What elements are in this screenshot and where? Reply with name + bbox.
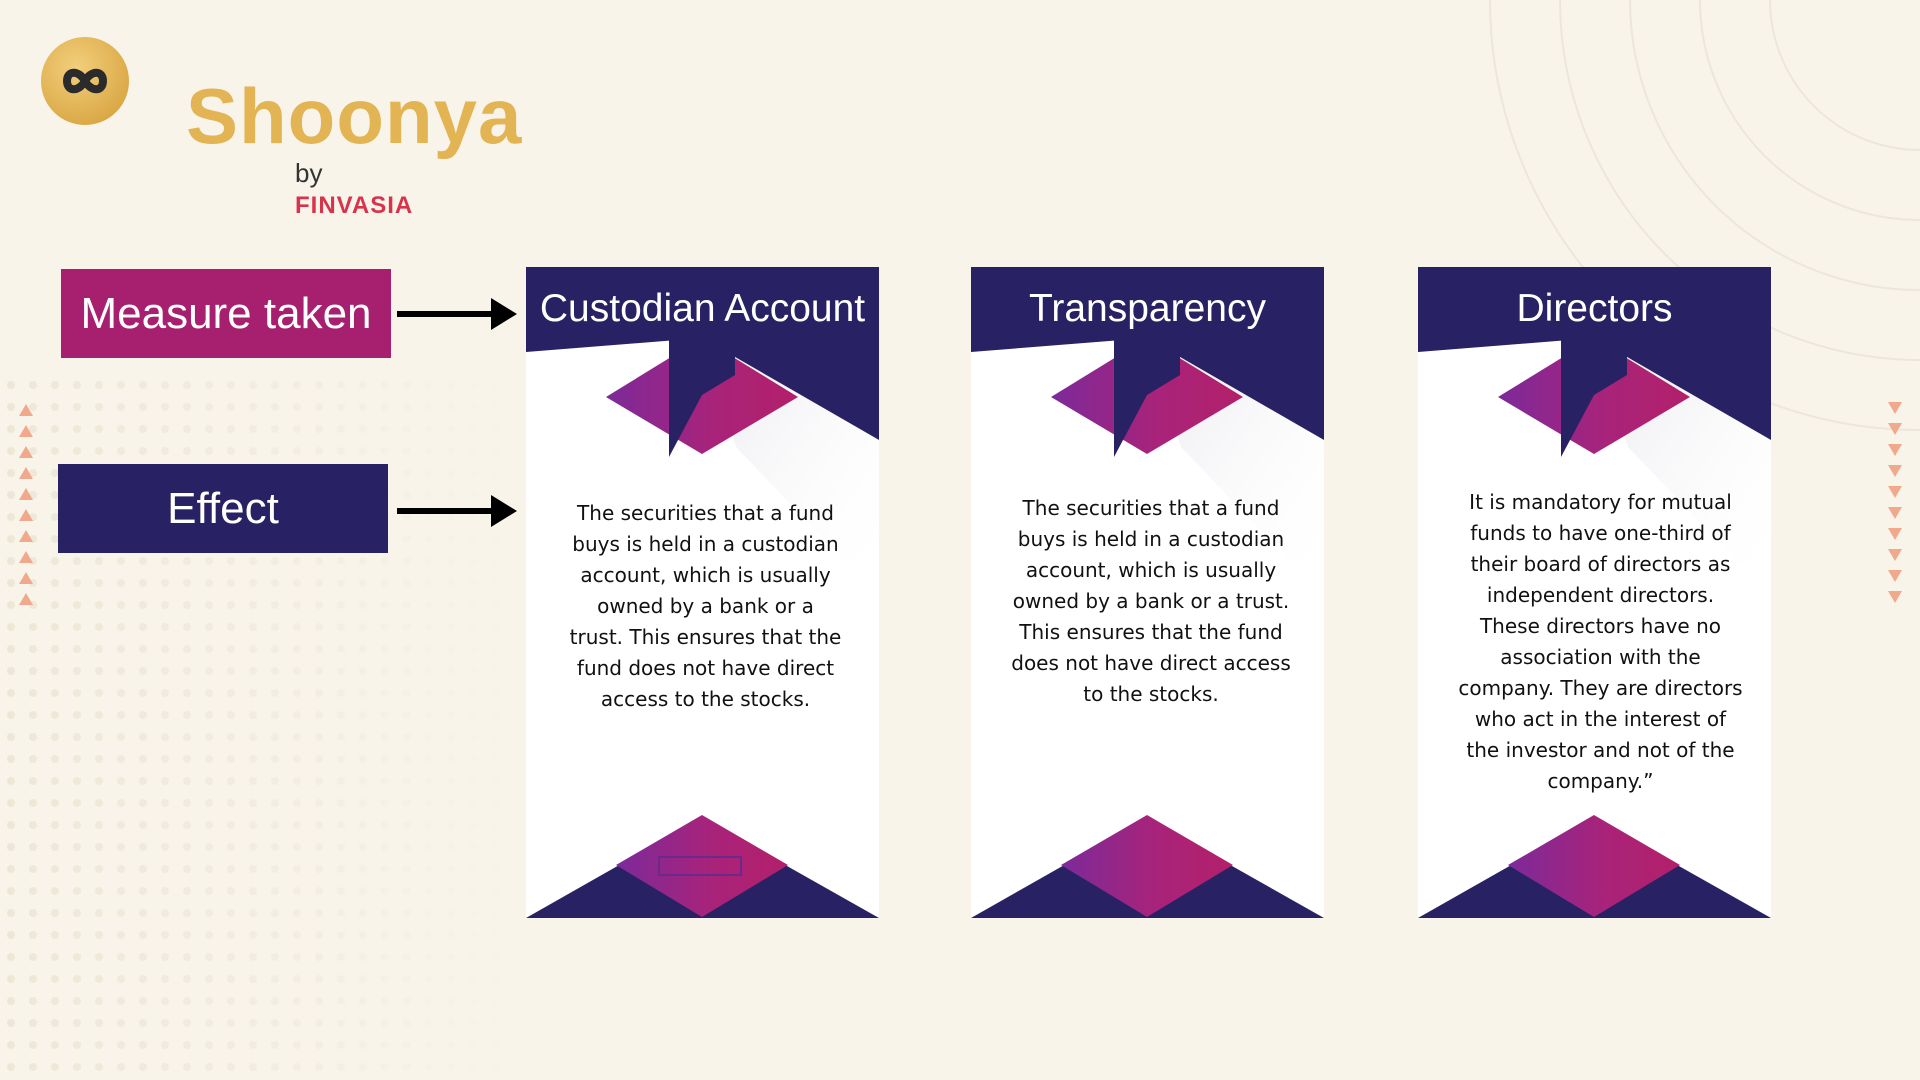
- card-title: Transparency: [1029, 287, 1266, 330]
- card-transparency: Transparency The securities that a fund …: [971, 267, 1324, 918]
- byline-text: by: [295, 158, 323, 188]
- up-triangle-icon: [19, 488, 33, 500]
- card-directors: Directors It is mandatory for mutual fun…: [1418, 267, 1771, 918]
- right-arrow-icon: [397, 298, 517, 330]
- shoonya-logo: Shoonya by FINVASIA: [40, 36, 521, 219]
- card-description: The securities that a fund buys is held …: [1011, 496, 1291, 706]
- down-triangle-icon: [1888, 444, 1902, 456]
- down-triangle-icon: [1888, 486, 1902, 498]
- card-description: The securities that a fund buys is held …: [569, 501, 842, 711]
- up-triangle-icon: [19, 509, 33, 521]
- card-artwork: [526, 267, 879, 918]
- up-triangle-icon: [19, 425, 33, 437]
- up-triangle-icon: [19, 467, 33, 479]
- down-triangle-icon: [1888, 507, 1902, 519]
- down-triangle-icon: [1888, 465, 1902, 477]
- card-artwork: [1418, 267, 1771, 918]
- down-triangle-icon: [1888, 570, 1902, 582]
- measure-taken-label: Measure taken: [61, 269, 391, 358]
- up-triangle-icon: [19, 404, 33, 416]
- logo-byline: by FINVASIA: [295, 158, 420, 220]
- down-triangle-icon: [1888, 528, 1902, 540]
- card-title: Custodian Account: [539, 287, 866, 330]
- up-triangle-icon: [19, 572, 33, 584]
- down-triangle-icon: [1888, 423, 1902, 435]
- up-triangle-icon: [19, 593, 33, 605]
- effect-label: Effect: [58, 464, 388, 553]
- right-arrow-icon: [397, 495, 517, 527]
- up-triangle-icon: [19, 446, 33, 458]
- card-artwork: [971, 267, 1324, 918]
- up-triangle-icon: [19, 530, 33, 542]
- hexagon-badge-icon: [1114, 289, 1180, 457]
- finvasia-brand: FINVASIA: [295, 192, 414, 219]
- up-triangle-icon: [19, 551, 33, 563]
- card-custodian-account: Custodian Account The securities that a …: [526, 267, 879, 918]
- hexagon-badge-icon: [669, 289, 735, 457]
- card-title: Directors: [1516, 287, 1673, 330]
- logo-wordmark: Shoonya: [186, 72, 523, 160]
- hexagon-badge-icon: [1561, 289, 1627, 457]
- infinity-icon: [41, 37, 129, 125]
- down-triangle-icon: [1888, 549, 1902, 561]
- down-triangle-icon: [1888, 402, 1902, 414]
- card-description: It is mandatory for mutual funds to have…: [1458, 490, 1743, 793]
- down-triangle-icon: [1888, 591, 1902, 603]
